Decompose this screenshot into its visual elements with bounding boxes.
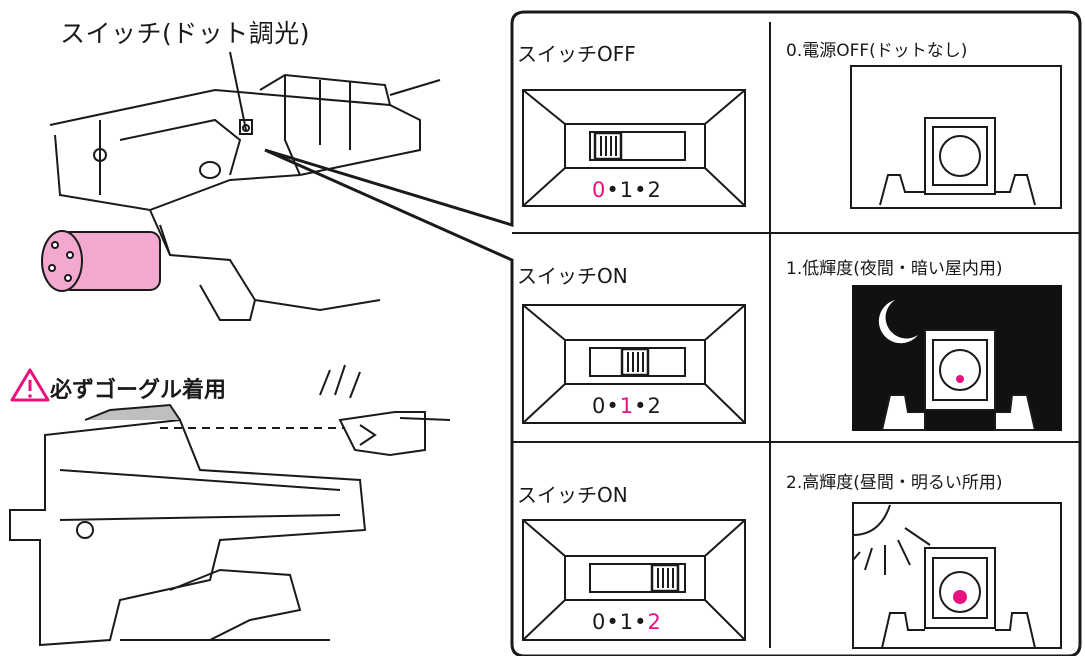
switch-positions: 0•1•2 [592, 178, 662, 202]
position-separator: • [606, 178, 620, 202]
row-state-label: スイッチON [517, 483, 628, 507]
position-digit: 1 [619, 178, 635, 202]
position-separator: • [634, 610, 648, 634]
position-digit: 1 [619, 394, 635, 418]
sight-view-night [852, 285, 1062, 431]
switch-diagram-high [522, 519, 746, 641]
gun-adjustment-illustration [9, 364, 451, 647]
row-mode-label: 0.電源OFF(ドットなし) [786, 41, 968, 61]
pink-barrel [41, 230, 161, 292]
position-separator: • [606, 394, 620, 418]
position-separator: • [634, 178, 648, 202]
sight-view-day [852, 502, 1062, 649]
switch-positions: 0•1•2 [592, 394, 662, 418]
switch-diagram-off [522, 89, 746, 207]
position-separator: • [606, 610, 620, 634]
position-digit: 0 [592, 178, 607, 202]
moon-icon [878, 300, 918, 344]
position-separator: • [634, 394, 648, 418]
sun-icon [852, 504, 891, 536]
switch-diagram-low [522, 304, 746, 424]
row-mode-label: 1.低輝度(夜間・暗い屋内用) [786, 259, 1003, 279]
position-digit: 0 [592, 394, 607, 418]
position-digit: 2 [647, 178, 662, 202]
switch-positions: 0•1•2 [592, 610, 662, 634]
dot-sight-illustration [49, 51, 441, 321]
warning-triangle-icon [10, 368, 50, 402]
row-state-label: スイッチOFF [517, 42, 636, 66]
switch-dimmer-title: スイッチ(ドット調光) [60, 19, 311, 48]
sight-view-off [850, 65, 1062, 209]
row-mode-label: 2.高輝度(昼間・明るい所用) [786, 473, 1003, 493]
row-state-label: スイッチON [517, 264, 628, 288]
position-digit: 1 [619, 610, 635, 634]
goggles-warning: 必ずゴーグル着用 [50, 378, 227, 403]
position-digit: 2 [647, 394, 662, 418]
position-digit: 0 [592, 610, 607, 634]
position-digit: 2 [647, 610, 662, 634]
